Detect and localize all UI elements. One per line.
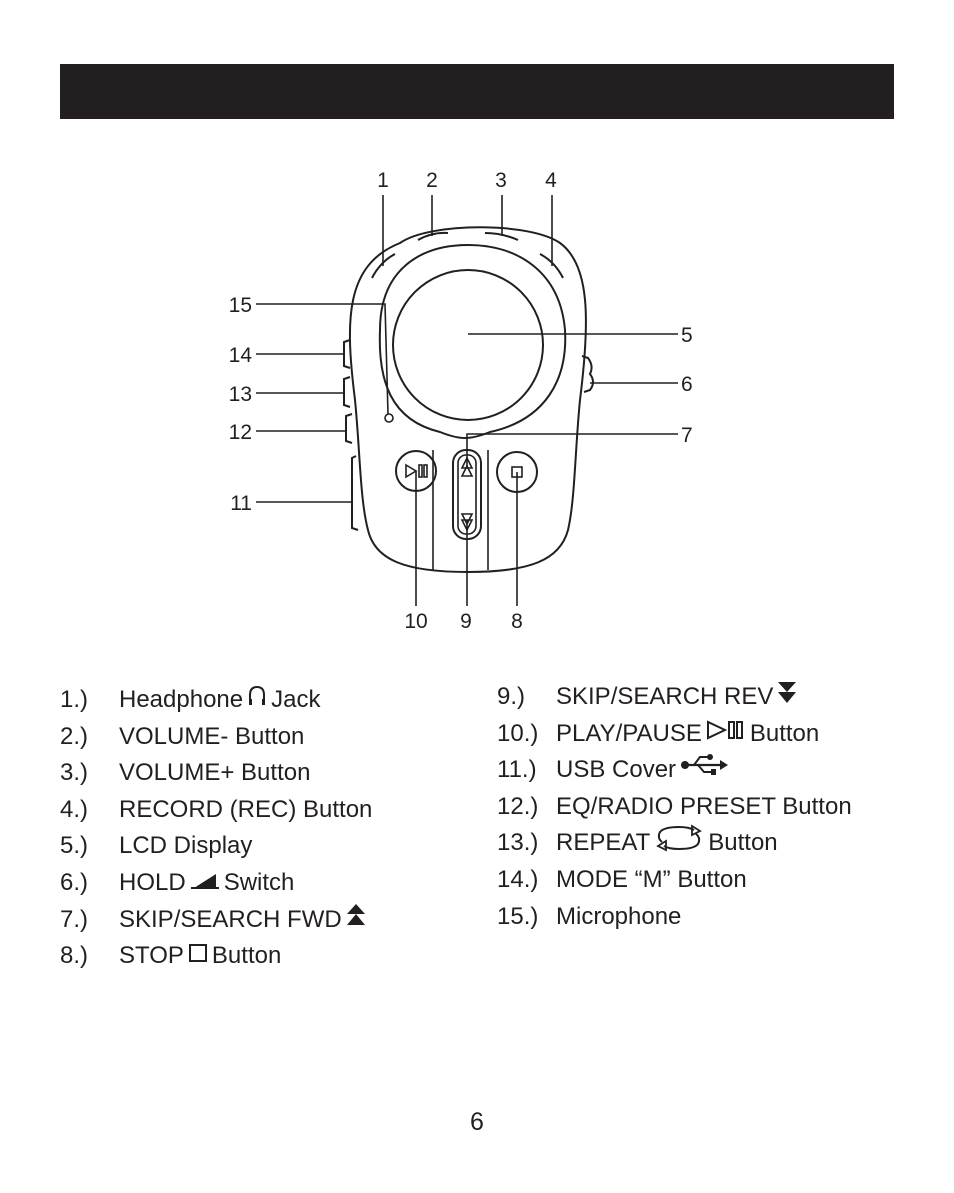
callout-14: 14 [229, 344, 253, 367]
skip-forward-symbol [460, 456, 474, 469]
legend-item: 5.) LCD Display [60, 828, 372, 865]
legend-label-suffix: Button [211, 942, 282, 970]
legend-label: MODE “M” Button [556, 865, 747, 893]
skip-reverse-symbol [460, 513, 474, 526]
legend-item: 13.) REPEAT Button [497, 824, 852, 864]
legend-label: VOLUME- Button [119, 722, 305, 750]
callout-7: 7 [681, 424, 693, 447]
repeat-button [343, 376, 351, 408]
headphone-jack [371, 253, 396, 279]
legend-number: 5.) [60, 832, 89, 860]
hold-switch-icon [190, 865, 220, 902]
legend-label: USB Cover [556, 756, 677, 784]
legend-item: 6.) HOLD Switch [60, 865, 372, 902]
legend-item: 9.) SKIP/SEARCH REV [497, 679, 852, 716]
legend-item: 15.) Microphone [497, 899, 852, 936]
play-pause-icon [706, 716, 746, 753]
legend-item: 1.) Headphone Jack [60, 682, 372, 719]
legend-number: 7.) [60, 905, 89, 933]
legend-label: HOLD [119, 868, 186, 896]
legend-right-column: 9.) SKIP/SEARCH REV 10.) PLAY/PAUSE Butt… [497, 679, 852, 935]
record-button [539, 253, 564, 279]
legend-label-suffix: Switch [223, 868, 295, 896]
front-bezel [378, 243, 567, 439]
callout-9: 9 [460, 610, 472, 633]
legend-number: 12.) [497, 792, 539, 820]
callout-15: 15 [229, 294, 252, 317]
callout-10: 10 [404, 610, 427, 633]
legend-label: EQ/RADIO PRESET Button [556, 792, 852, 820]
legend-number: 6.) [60, 868, 89, 896]
legend-label: VOLUME+ Button [119, 759, 311, 787]
legend-number: 11.) [497, 756, 537, 784]
pause-bar-2 [423, 464, 428, 478]
play-symbol [405, 463, 418, 479]
legend-number: 3.) [60, 759, 89, 787]
leader-15 [256, 303, 389, 415]
legend-item: 8.) STOP Button [60, 938, 372, 975]
legend-label-suffix: Button [708, 829, 778, 857]
device-diagram: 1 2 3 4 5 6 7 8 9 10 11 12 13 14 15 [229, 169, 693, 633]
legend-number: 13.) [497, 829, 539, 857]
callout-2: 2 [426, 169, 438, 192]
legend-label: STOP [119, 942, 184, 970]
legend-item: 2.) VOLUME- Button [60, 719, 372, 756]
callout-11: 11 [230, 492, 252, 515]
legend-label: LCD Display [119, 832, 253, 860]
legend-number: 2.) [60, 722, 89, 750]
legend-label: SKIP/SEARCH FWD [119, 905, 342, 933]
callout-4: 4 [545, 169, 557, 192]
callout-1: 1 [377, 169, 389, 192]
legend-label: SKIP/SEARCH REV [556, 683, 774, 710]
headphone-icon [247, 682, 267, 719]
repeat-icon [654, 824, 704, 864]
lcd-display [392, 269, 544, 421]
legend-item: 11.) USB Cover [497, 752, 852, 789]
hold-switch [581, 355, 594, 393]
eq-preset-button [345, 413, 353, 444]
callout-8: 8 [511, 610, 523, 633]
page-number: 6 [470, 1108, 484, 1136]
legend-number: 15.) [497, 902, 539, 930]
legend-item: 14.) MODE “M” Button [497, 862, 852, 899]
legend-label: RECORD (REC) Button [119, 795, 373, 823]
callout-12: 12 [229, 421, 252, 444]
legend-item: 7.) SKIP/SEARCH FWD [60, 902, 372, 939]
legend-label: PLAY/PAUSE [556, 719, 702, 747]
legend-number: 10.) [497, 719, 539, 747]
legend-item: 10.) PLAY/PAUSE Button [497, 716, 852, 753]
legend-label: Microphone [556, 902, 682, 930]
device-body [348, 226, 587, 574]
usb-icon [680, 752, 729, 789]
callout-13: 13 [229, 383, 252, 406]
callout-5: 5 [681, 324, 693, 347]
legend-left-column: 1.) Headphone Jack 2.) VOLUME- Button 3.… [60, 682, 372, 975]
legend-label: REPEAT [556, 829, 651, 857]
leader-7 [466, 433, 678, 466]
legend-number: 8.) [60, 942, 89, 970]
legend-item: 3.) VOLUME+ Button [60, 755, 372, 792]
legend-number: 9.) [497, 683, 526, 710]
legend-number: 1.) [60, 686, 89, 713]
legend-label-suffix: Jack [271, 686, 321, 713]
legend-number: 4.) [60, 795, 89, 823]
callout-6: 6 [681, 373, 693, 396]
skip-reverse-icon [777, 679, 797, 716]
legend-item: 4.) RECORD (REC) Button [60, 792, 372, 829]
pause-bar-1 [418, 464, 423, 478]
legend-label: Headphone [119, 686, 244, 713]
skip-forward-icon [346, 902, 366, 939]
stop-icon [188, 938, 208, 975]
header-bar [60, 64, 894, 119]
skip-forward-symbol-2 [460, 464, 474, 477]
microphone [384, 413, 394, 423]
legend-item: 12.) EQ/RADIO PRESET Button [497, 789, 852, 826]
legend-number: 14.) [497, 865, 539, 893]
usb-cover [351, 455, 359, 531]
legend-label-suffix: Button [749, 719, 820, 747]
callout-3: 3 [495, 169, 507, 192]
